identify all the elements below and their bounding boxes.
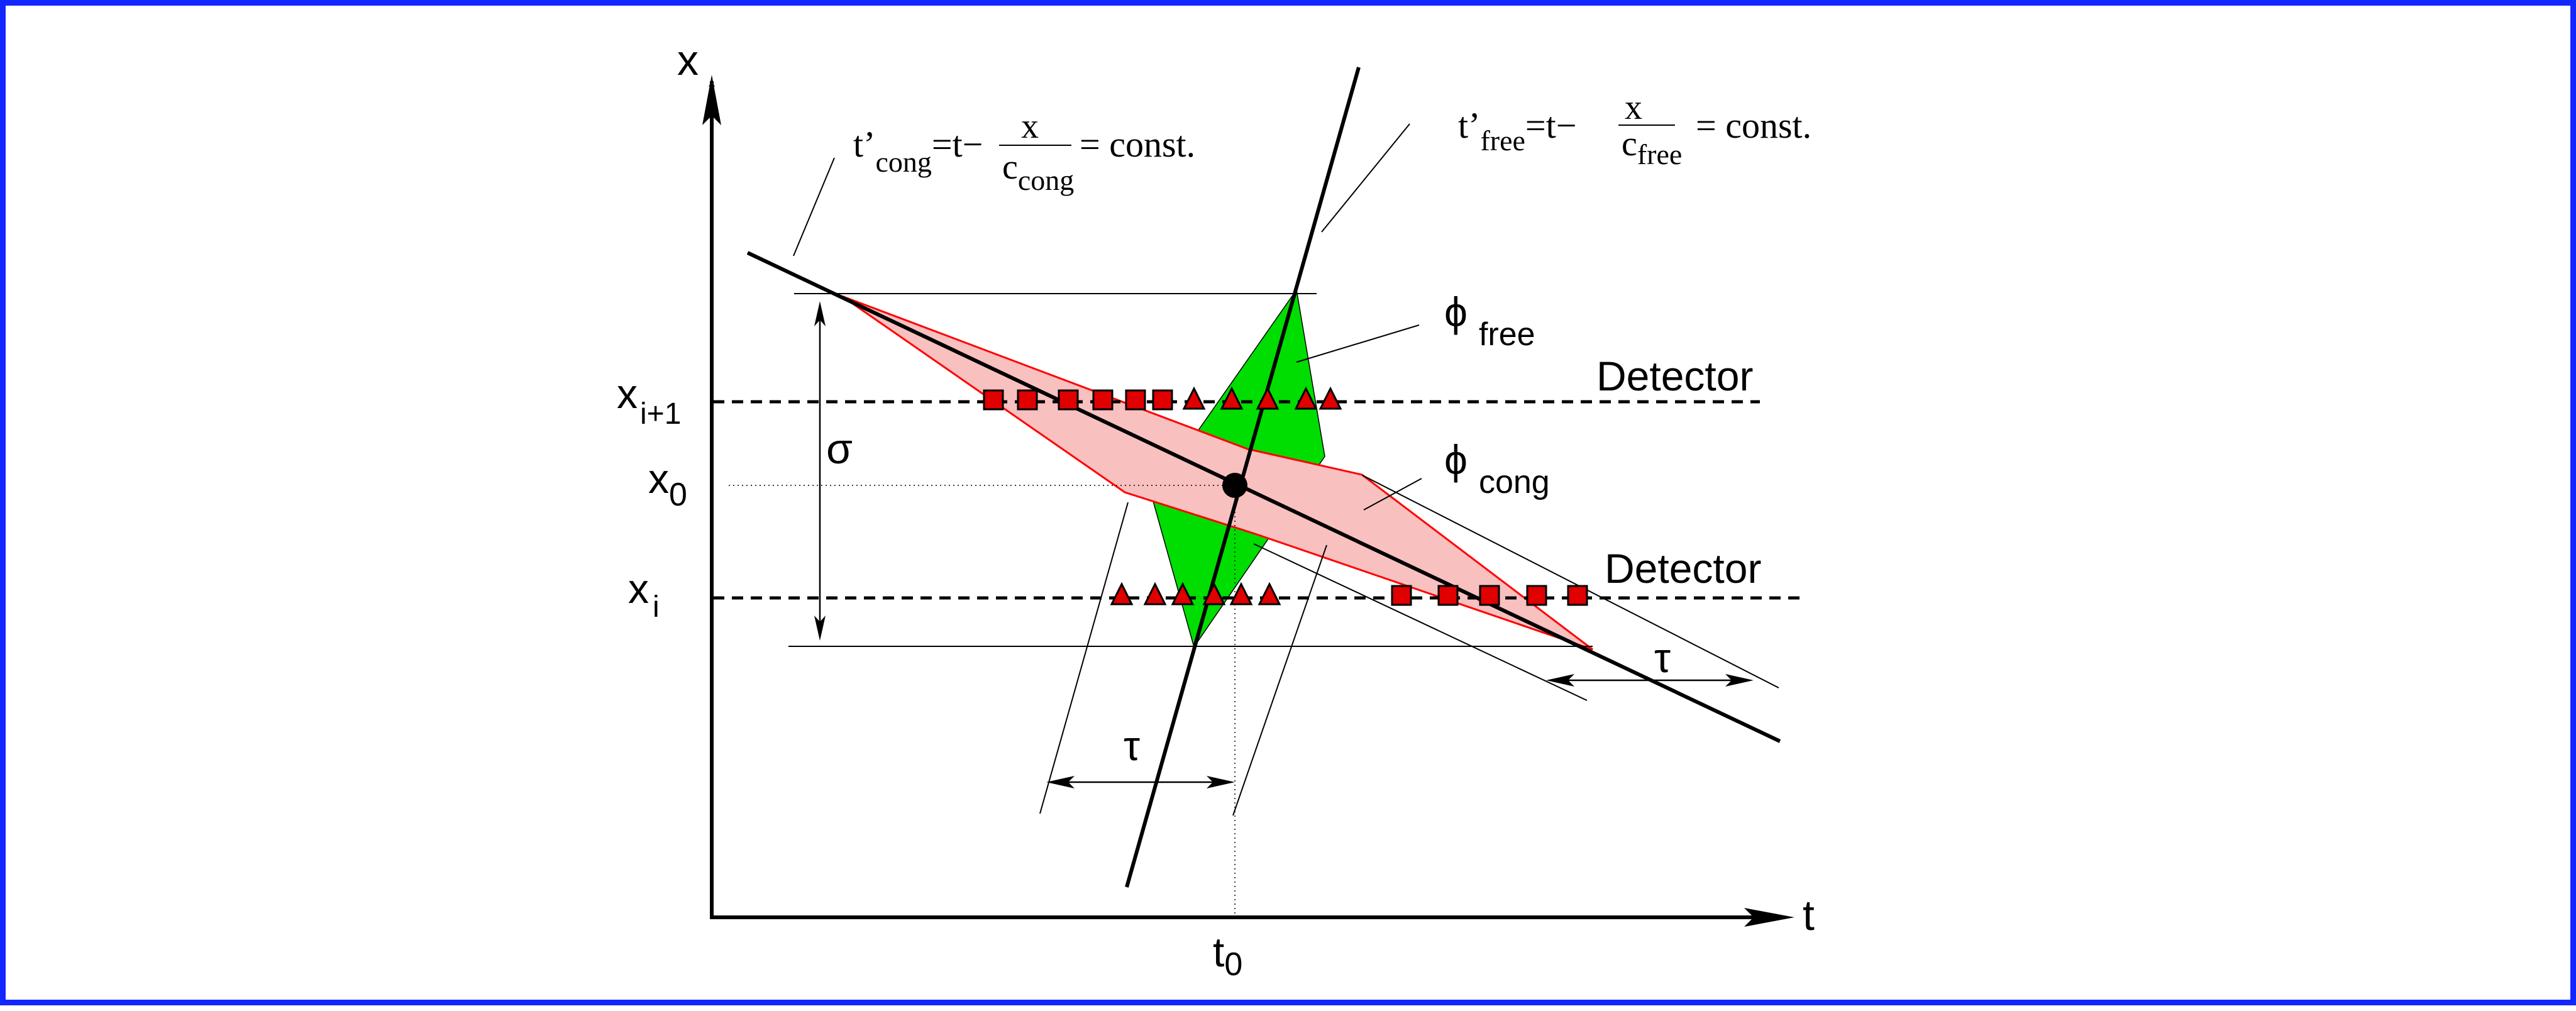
detector-label-lower: Detector	[1605, 545, 1761, 592]
svg-text:t’free=t−: t’free=t−	[1458, 105, 1576, 157]
detector-square-marker	[983, 389, 1004, 411]
x0-label: x0	[648, 455, 687, 513]
detector-label-upper: Detector	[1596, 353, 1753, 399]
detector-square-marker	[1058, 389, 1079, 411]
svg-text:t’cong=t−: t’cong=t−	[853, 124, 983, 178]
svg-text:ccong: ccong	[1002, 148, 1074, 196]
tau-arrow-right	[1546, 674, 1754, 687]
detector-triangle-marker	[1171, 582, 1195, 605]
congested-characteristic-line	[746, 251, 1781, 743]
x-upper-label: xi+1	[617, 370, 681, 431]
detector-triangle-marker	[1202, 582, 1226, 605]
detector-triangle-marker	[1258, 582, 1281, 605]
tau-label-right: τ	[1654, 634, 1671, 681]
markers-upper-detector	[983, 386, 1342, 411]
detector-square-marker	[1526, 585, 1547, 606]
intersection-point	[1222, 473, 1247, 498]
detector-square-marker	[1017, 389, 1038, 411]
y-axis-label: x	[677, 36, 699, 84]
sigma-label: σ	[826, 425, 853, 473]
detector-triangle-marker	[1294, 386, 1318, 410]
detector-triangle-marker	[1229, 582, 1253, 605]
detector-triangle-marker	[1110, 582, 1134, 605]
detector-triangle-marker	[1220, 386, 1244, 410]
svg-text:= const.: = const.	[1696, 105, 1811, 146]
reference-dotted-lines	[729, 485, 1235, 917]
detector-square-marker	[1092, 389, 1114, 411]
y-axis-arrowhead	[702, 75, 721, 125]
svg-text:x: x	[1625, 88, 1642, 127]
sigma-arrow	[814, 301, 826, 641]
detector-square-marker	[1437, 585, 1459, 606]
detector-triangle-marker	[1182, 386, 1206, 410]
svg-text:= const.: = const.	[1080, 124, 1195, 165]
x-axis-arrowhead	[1744, 908, 1794, 927]
detector-square-marker	[1125, 389, 1146, 411]
detector-triangle-marker	[1256, 386, 1280, 410]
detector-triangle-marker	[1143, 582, 1167, 605]
tau-label-left: τ	[1124, 722, 1140, 769]
svg-text:cfree: cfree	[1622, 124, 1682, 170]
equation-congested: t’cong=t− x ccong = const.	[853, 107, 1195, 196]
detector-square-marker	[1567, 585, 1588, 606]
t0-label: t0	[1213, 929, 1242, 983]
helper-lines	[788, 123, 1779, 816]
detector-square-marker	[1391, 585, 1412, 606]
tau-arrow-left	[1046, 776, 1235, 788]
equation-free: t’free=t− x cfree = const.	[1458, 88, 1811, 170]
detector-square-marker	[1479, 585, 1500, 606]
svg-text:x: x	[1021, 107, 1039, 146]
detector-triangle-marker	[1318, 386, 1342, 410]
markers-lower-detector	[1110, 582, 1588, 606]
x-axis-label: t	[1803, 892, 1815, 939]
detector-square-marker	[1152, 389, 1173, 411]
